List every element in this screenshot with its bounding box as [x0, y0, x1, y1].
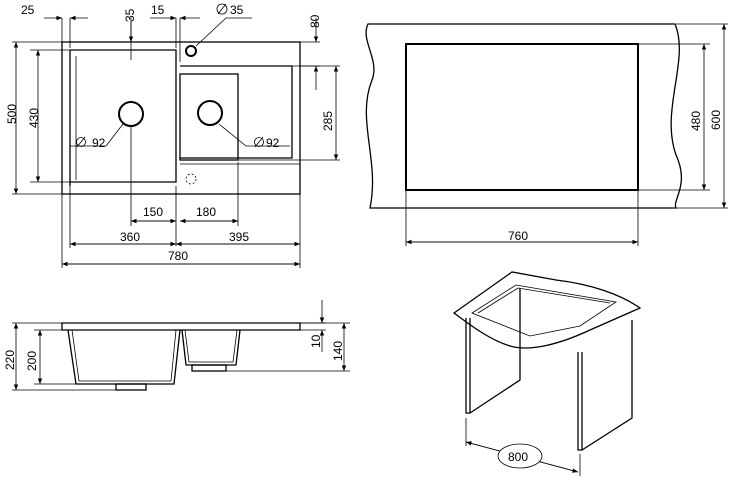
- dim-left-edge: 25: [21, 3, 35, 17]
- small-bowl-basin: [179, 73, 239, 161]
- tap-hole-circle: [185, 45, 197, 57]
- sink-outline: [61, 41, 301, 195]
- dim-gap: 15: [151, 3, 165, 17]
- dim-small-drain: 92: [266, 136, 280, 150]
- small-drain-circle: [197, 100, 223, 126]
- dim-small-drain-offset: 180: [196, 205, 216, 219]
- countertop-outline: [365, 23, 682, 209]
- dim-main-width: 360: [120, 230, 140, 244]
- side-rim: [61, 322, 301, 331]
- cabinet-left-side: [465, 318, 471, 414]
- cabinet-view: 800: [452, 271, 642, 476]
- top-view: 25 35 15 35 80 500 430 28: [5, 3, 340, 268]
- cabinet-width-label-bubble: [497, 443, 543, 469]
- side-main-bowl: [67, 329, 181, 385]
- dim-total-width: 780: [168, 249, 188, 263]
- dim-small-bowl-depth: 140: [331, 341, 345, 361]
- dim-main-drain: 92: [92, 136, 106, 150]
- small-bowl: [180, 65, 293, 159]
- side-small-bowl: [181, 329, 241, 366]
- main-drain-circle: [118, 101, 144, 127]
- side-main-drain: [115, 383, 147, 391]
- dim-small-bowl-height: 285: [321, 111, 335, 131]
- dim-cabinet-depth: 600: [709, 110, 723, 130]
- cabinet-back-panel: [469, 288, 521, 414]
- dim-main-bowl-height: 430: [27, 108, 41, 128]
- main-bowl: [69, 49, 177, 186]
- cabinet-top: [452, 271, 642, 349]
- optional-hole-circle: [185, 173, 197, 185]
- dim-total-depth: 220: [3, 350, 17, 370]
- side-small-drain: [191, 364, 227, 372]
- cutout-rect: [405, 43, 639, 191]
- dim-tap-from-top: 80: [308, 14, 322, 28]
- dim-cabinet-width: 800: [508, 450, 528, 464]
- dim-bowl-depth: 200: [25, 351, 39, 371]
- dim-rim: 10: [309, 334, 323, 348]
- dim-small-width: 395: [229, 230, 249, 244]
- dim-total-height: 500: [5, 104, 19, 124]
- dim-drain-to-divider: 150: [143, 205, 163, 219]
- cabinet-right-side: [577, 352, 583, 451]
- dim-cutout-width: 760: [508, 229, 528, 243]
- dim-cutout-height: 480: [689, 111, 703, 131]
- side-view: 220 200 10 140: [3, 300, 350, 391]
- dim-tap-hole: 35: [230, 3, 244, 17]
- cutout-view: 760 480 600: [365, 23, 728, 246]
- dim-main-hole-offset: 35: [123, 8, 137, 22]
